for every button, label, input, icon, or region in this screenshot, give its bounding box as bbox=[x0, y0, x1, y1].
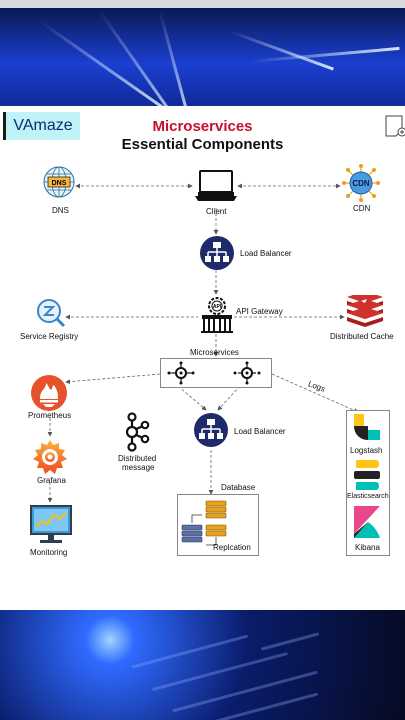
database-icon bbox=[205, 500, 227, 537]
dns-icon: DNS bbox=[43, 166, 75, 205]
service-registry-icon bbox=[36, 298, 66, 333]
api-gateway-icon-text: API bbox=[213, 304, 222, 310]
edge-microservices-prometheus bbox=[65, 373, 161, 385]
kafka-icon bbox=[124, 412, 150, 457]
api-gateway-label: API Gateway bbox=[236, 307, 283, 316]
brand-badge: VAmaze bbox=[3, 112, 80, 140]
monitoring-icon bbox=[29, 504, 73, 551]
light-beam bbox=[158, 11, 193, 106]
diagram-subtitle: Essential Components bbox=[121, 136, 284, 153]
load-balancer-top-label: Load Balancer bbox=[240, 249, 292, 258]
api-gateway-icon: API bbox=[199, 296, 235, 339]
prometheus-icon bbox=[30, 374, 68, 417]
monitoring-label: Monitoring bbox=[30, 548, 68, 557]
microservices-label: Microservices bbox=[190, 348, 239, 357]
database-label: Database bbox=[221, 483, 256, 492]
distributed-cache-icon bbox=[345, 291, 385, 332]
grafana-icon bbox=[30, 438, 70, 481]
bottom-video-banner bbox=[0, 610, 405, 720]
load-balancer-bottom-label: Load Balancer bbox=[234, 427, 286, 436]
elasticsearch-icon bbox=[352, 458, 382, 497]
light-beam bbox=[249, 46, 400, 63]
top-video-banner bbox=[0, 0, 405, 106]
diagram-title: Microservices bbox=[152, 118, 253, 135]
cdn-icon-text: CDN bbox=[352, 179, 370, 188]
elasticsearch-label: Elasticsearch bbox=[347, 493, 389, 500]
distributed-cache-label: Distributed Cache bbox=[330, 332, 394, 341]
logstash-icon bbox=[352, 412, 382, 447]
light-beam bbox=[229, 30, 334, 71]
document-icon bbox=[384, 114, 405, 143]
code-streak bbox=[131, 634, 249, 669]
replication-label: Replcation bbox=[213, 543, 251, 552]
light-beam bbox=[39, 20, 172, 106]
dns-icon-text: DNS bbox=[52, 180, 67, 187]
edge-ms2-lb bbox=[217, 385, 241, 411]
load-balancer-icon bbox=[199, 235, 235, 276]
microservices-box bbox=[160, 358, 272, 388]
database-box bbox=[177, 494, 259, 556]
microservices-diagram: VAmaze Microservices Essential Component… bbox=[0, 106, 405, 610]
connector-lines bbox=[47, 183, 359, 503]
cdn-icon: CDN bbox=[342, 164, 380, 207]
service-registry-label: Service Registry bbox=[20, 332, 79, 341]
gear-icon bbox=[167, 361, 195, 385]
kibana-label: Kibana bbox=[355, 543, 380, 552]
cdn-label: CDN bbox=[353, 204, 371, 213]
edge-ms1-lb bbox=[177, 385, 207, 411]
edge-microservices-logs bbox=[271, 373, 359, 413]
dns-label: DNS bbox=[52, 206, 69, 215]
kibana-icon bbox=[352, 504, 382, 545]
database-icon bbox=[181, 524, 203, 543]
distributed-message-label-1: Distributed bbox=[118, 454, 157, 463]
prometheus-label: Prometheus bbox=[28, 411, 72, 420]
code-streak bbox=[260, 632, 320, 651]
laptop-icon bbox=[194, 168, 238, 209]
load-balancer-icon bbox=[193, 412, 229, 453]
client-label: Client bbox=[206, 207, 227, 216]
logstash-label: Logstash bbox=[350, 446, 383, 455]
grafana-label: Grafana bbox=[37, 476, 66, 485]
distributed-message-label-2: message bbox=[122, 463, 155, 472]
gear-icon bbox=[233, 361, 261, 385]
